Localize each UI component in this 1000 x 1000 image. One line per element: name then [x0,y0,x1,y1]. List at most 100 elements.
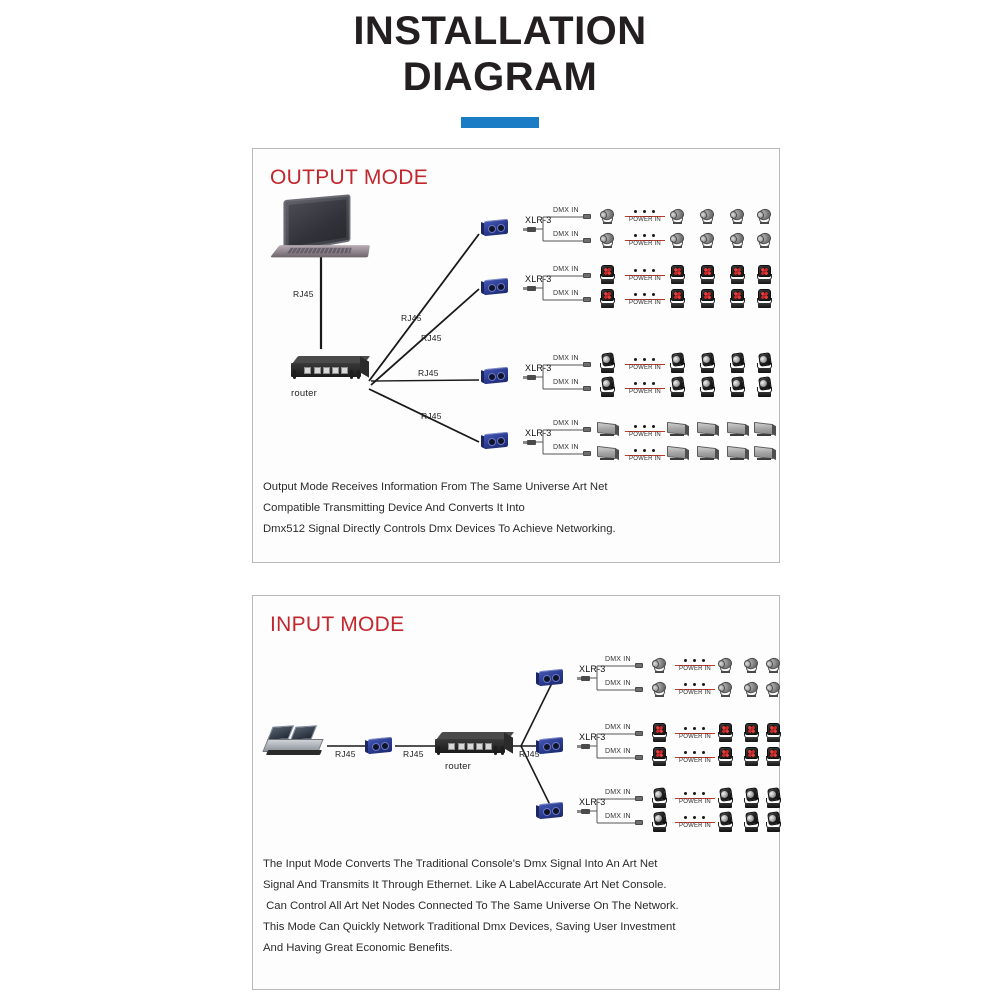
power-in-label: POWER IN [629,456,661,462]
xlr-label: XLR-3 [525,274,552,284]
beam-fixture [699,352,716,373]
artnet-node-device [481,277,511,296]
beam-fixture [599,376,616,397]
rj45-label-node-3: RJ45 [418,368,439,378]
power-dots-icon [631,293,659,298]
lighting-console-device [262,725,325,756]
artnet-node-device [536,736,566,755]
power-dots-icon [681,659,709,664]
xlr-label: XLR-3 [579,732,606,742]
dmx-plug-icon [583,214,591,219]
power-dots-icon [631,269,659,274]
power-in-label: POWER IN [629,432,661,438]
power-dots-icon [681,727,709,732]
dmx-plug-icon [635,731,643,736]
par-fixture [669,231,686,249]
led-panel-fixture [727,445,749,461]
xlr-label: XLR-3 [525,215,552,225]
power-dots-icon [631,234,659,239]
wash-fixture [717,747,734,766]
wash-fixture [699,289,716,308]
laptop-device [270,194,371,267]
par-fixture [729,231,746,249]
dmx-in-label: DMX IN [553,444,579,451]
dmx-in-label: DMX IN [605,680,631,687]
node-xlr-jack [488,225,496,233]
par-fixture [669,207,686,225]
rj45-label-node-router: RJ45 [403,749,424,759]
par-fixture [765,680,782,698]
par-fixture [765,656,782,674]
beam-fixture [651,787,668,808]
wash-fixture [599,265,616,284]
artnet-node-device [536,668,566,687]
wash-fixture [743,747,760,766]
dmx-in-label: DMX IN [553,231,579,238]
dmx-plug-icon [635,755,643,760]
beam-fixture [669,376,686,397]
led-panel-fixture [727,421,749,437]
wash-fixture [699,265,716,284]
router-side [360,356,369,378]
par-fixture [756,207,773,225]
beam-fixture [729,376,746,397]
par-fixture [743,656,760,674]
power-dots-icon [681,751,709,756]
router-port [304,367,311,374]
power-in-label: POWER IN [629,241,661,247]
dmx-plug-icon [583,273,591,278]
rj45-label-console-node: RJ45 [335,749,356,759]
dmx-in-label: DMX IN [605,789,631,796]
beam-fixture [765,811,782,832]
wash-fixture [669,265,686,284]
power-dots-icon [631,382,659,387]
page-header: INSTALLATION DIAGRAM [0,0,1000,128]
dmx-in-label: DMX IN [553,420,579,427]
router-label: router [445,761,472,772]
laptop-screen [288,199,347,248]
power-in-label: POWER IN [629,365,661,371]
node-xlr-jack [497,224,505,232]
dmx-plug-icon [583,386,591,391]
router-port [476,743,483,750]
power-in-label: POWER IN [679,690,711,696]
power-dots-icon [631,210,659,215]
router-port [458,743,465,750]
led-panel-fixture [697,445,719,461]
par-fixture [729,207,746,225]
power-rule [625,240,665,241]
beam-fixture [699,376,716,397]
router-antenna [494,746,497,755]
wash-fixture [729,265,746,284]
beam-fixture [756,352,773,373]
dmx-plug-icon [583,451,591,456]
rj45-label-node-4: RJ45 [421,411,442,421]
par-fixture [599,231,616,249]
rj45-label-node-2: RJ45 [421,333,442,343]
led-panel-fixture [597,445,619,461]
par-fixture [717,680,734,698]
power-dots-icon [681,683,709,688]
router-port [341,367,348,374]
xlr-label: XLR-3 [579,797,606,807]
led-panel-fixture [597,421,619,437]
wash-fixture [743,723,760,742]
dmx-in-label: DMX IN [605,724,631,731]
artnet-node-input-device [365,736,395,755]
led-panel-fixture [697,421,719,437]
power-rule [625,216,665,217]
input-mode-heading: INPUT MODE [270,613,405,636]
power-in-label: POWER IN [679,666,711,672]
wash-fixture [765,723,782,742]
dmx-in-label: DMX IN [605,748,631,755]
rj45-label-router-nodes: RJ45 [519,749,540,759]
dmx-plug-icon [635,796,643,801]
power-in-label: POWER IN [679,823,711,829]
par-fixture [651,680,668,698]
power-in-label: POWER IN [629,276,661,282]
output-mode-heading: OUTPUT MODE [270,166,429,189]
page-title-line-2: DIAGRAM [402,55,598,99]
laptop-keyboard [287,247,352,254]
beam-fixture [743,787,760,808]
router-device [291,356,371,383]
